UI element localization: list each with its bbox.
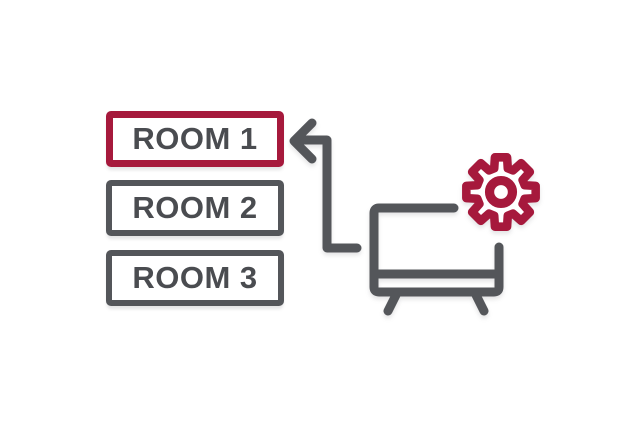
gear-center-ring — [484, 175, 518, 209]
tv-frame — [369, 203, 504, 297]
room-1-label: ROOM 1 — [132, 120, 258, 156]
tv-left-leg — [383, 290, 401, 316]
room-2-label: ROOM 2 — [132, 189, 258, 225]
tv-icon — [369, 203, 504, 316]
room-2-box: ROOM 2 — [106, 180, 284, 236]
room-3-label: ROOM 3 — [132, 259, 258, 295]
gear-outline — [462, 153, 540, 231]
room-1-box: ROOM 1 — [106, 111, 284, 167]
room-3-box: ROOM 3 — [106, 250, 284, 306]
arrow-shaft — [296, 135, 362, 253]
arrow-left-icon — [289, 118, 362, 253]
arrow-head — [289, 118, 317, 164]
gear-icon — [462, 153, 540, 231]
tv-right-leg — [471, 290, 489, 316]
